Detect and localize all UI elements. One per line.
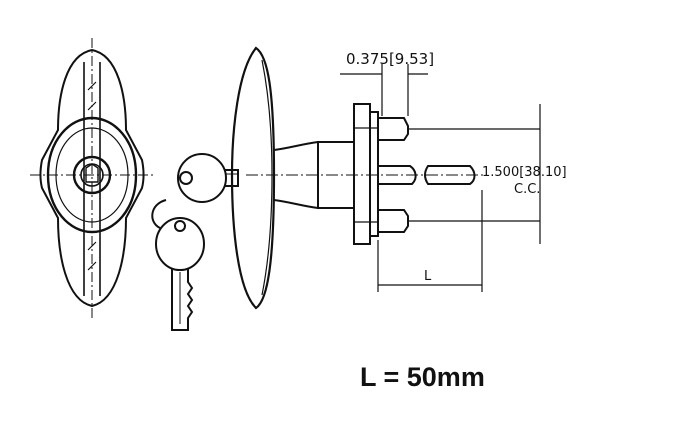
key-lower [151,199,205,331]
dimension-length [377,190,483,292]
key-upper [177,153,239,203]
handle-side-view [230,46,476,310]
length-symbol: L [424,269,432,284]
dimension-pin-spacing [340,64,428,116]
dimension-stud-spacing [408,104,541,244]
pin-spacing-label: 0.375[9.53] [346,50,434,68]
stud-spacing-label: 1.500[38.10] [482,165,567,180]
length-caption: L = 50mm [360,362,485,392]
stud-spacing-note: C.C. [514,182,540,197]
